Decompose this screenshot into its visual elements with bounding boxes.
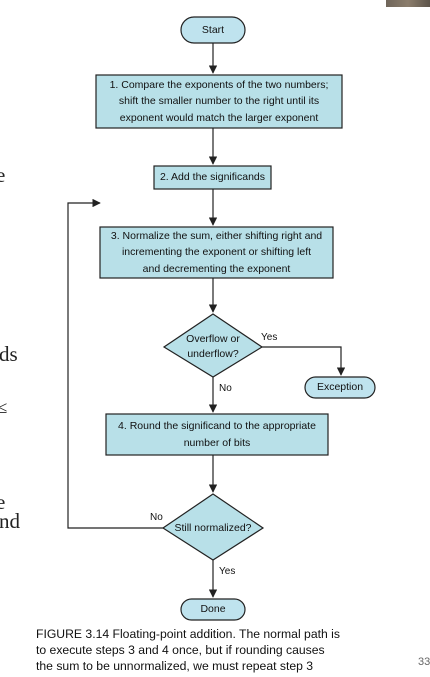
edge-text-e1: e [0, 163, 6, 187]
normalized-no-label: No [150, 512, 163, 523]
caption-line-2: to execute steps 3 and 4 once, but if ro… [36, 643, 325, 657]
edge-text-glyph: ≤ [0, 398, 8, 417]
connector-normalized-no-loop [67, 198, 165, 529]
normalized-decision-diamond [161, 493, 265, 561]
caption-line-3: the sum to be unnormalized, we must repe… [36, 659, 314, 673]
caption-line-1: FIGURE 3.14 Floating-point addition. The… [36, 627, 340, 641]
normalized-yes-label: Yes [219, 566, 236, 577]
step2-box [153, 165, 272, 190]
start-terminal [180, 16, 246, 44]
overflow-yes-label: Yes [261, 332, 278, 343]
overflow-no-label: No [219, 383, 232, 394]
exception-terminal [304, 376, 376, 399]
figure-caption: FIGURE 3.14 Floating-point addition. The… [36, 626, 408, 674]
overflow-decision-diamond [162, 313, 264, 378]
step4-box [105, 413, 329, 456]
edge-text-e2: e [0, 490, 6, 514]
step3-box [99, 226, 334, 279]
step1-box [95, 74, 343, 129]
edge-text-ds: ds [0, 342, 18, 366]
edge-text-nd: nd [0, 509, 20, 533]
connector-overflow-yes [260, 346, 346, 376]
done-terminal [180, 598, 246, 621]
photo-thumbnail [386, 0, 430, 7]
page-number: 33 [418, 656, 430, 668]
